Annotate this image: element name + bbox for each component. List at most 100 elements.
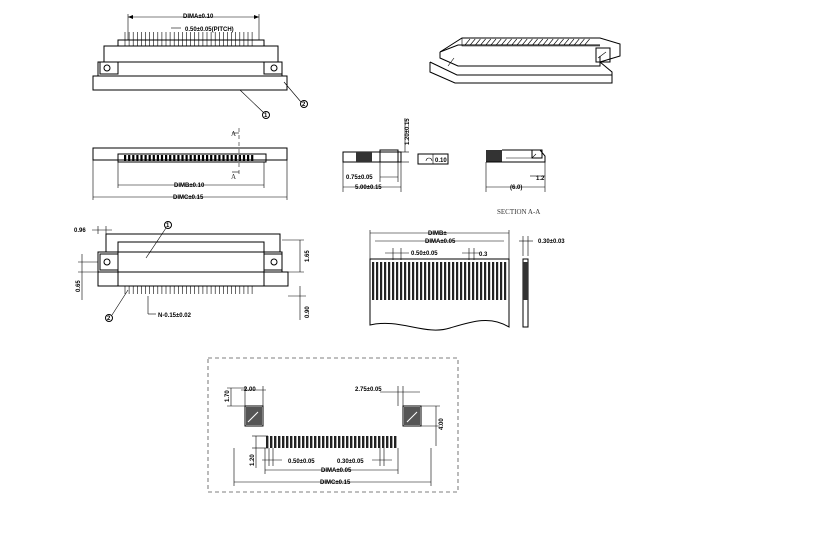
front-view-pin [193,155,196,161]
detail-pins: N-0.15±0.02 [158,313,192,319]
isometric-pin [464,38,471,46]
fpc-finger [416,262,419,300]
front-view-pin [128,155,131,161]
fp-120: 1.20 [250,454,256,466]
front-view-pin [173,155,176,161]
isometric-pin [490,38,497,46]
isometric-pin [573,38,580,46]
section-dim-2: (6.0) [510,185,522,191]
footprint-pad [290,436,293,448]
fpc-thickness: 0.30±0.03 [538,239,565,245]
fpc-finger [384,262,387,300]
fpc-pitch: 0.50±0.05 [411,251,438,257]
front-view-pin [124,155,127,161]
fpc-finger [436,262,439,300]
section-view: (6.0) 1.2 SECTION A-A [485,149,546,216]
front-view-pin [210,155,213,161]
detail-callout-1: 1 [166,223,170,229]
footprint-pad [310,436,313,448]
fpc-finger [400,262,403,300]
fpc-finger [452,262,455,300]
isometric-pin [501,38,507,46]
front-view-pin [136,155,139,161]
detail-090: 0.90 [305,306,311,318]
fp-dim-c: DIMC±0.15 [320,480,351,486]
section-caption: SECTION A-A [497,208,540,216]
footprint-pad [390,436,393,448]
fpc-finger [460,262,463,300]
footprint-pad [266,436,269,448]
fpc-finger [424,262,427,300]
fpc-fingers [372,262,507,300]
front-view-pin [144,155,147,161]
footprint-pad [362,436,365,448]
footprint-pad [354,436,357,448]
footprint-pad [322,436,325,448]
front-view-pins [124,155,254,161]
fpc-finger [468,262,471,300]
isometric-pin [579,38,585,46]
fpc-view: DIMB± DIMA±0.05 0.50±0.05 0.3 0.30±0.03 [369,230,565,331]
footprint-pad [270,436,273,448]
front-view-pin [234,155,237,161]
footprint-pad [314,436,317,448]
fpc-finger [504,262,507,300]
front-dim-b: DIMB±0.10 [174,183,205,189]
footprint-pad [326,436,329,448]
section-dim-1: 1.2 [536,176,545,182]
isometric-pin [532,38,538,46]
isometric-pin [537,38,544,46]
fpc-finger [396,262,399,300]
front-view-pin [247,155,250,161]
front-view: A A DIMB±0.10 DIMC±0.15 [92,128,288,201]
isometric-pin [521,38,528,46]
isometric-pin [568,38,575,46]
footprint-pad [298,436,301,448]
front-view-pin [152,155,155,161]
detail-096: 0.96 [74,228,86,234]
footprint-pad [318,436,321,448]
top-dim-a: DIMA±0.10 [183,14,214,20]
front-view-pin [201,155,205,161]
footprint-pad [346,436,349,448]
fpc-finger [492,262,495,300]
fpc-finger [456,262,459,300]
fp-dim-a: DIMA±0.05 [321,468,352,474]
front-dim-c: DIMC±0.15 [173,195,204,201]
side-height: 1.20±0.15 [405,118,411,145]
footprint-pad [370,436,373,448]
isometric-pin [584,38,590,46]
front-view-pin [189,155,192,161]
fpc-finger [380,262,383,300]
footprint-pad [294,436,297,448]
fpc-finger [372,262,375,300]
footprint-pad [282,436,285,448]
fpc-finger: 0.3 [479,252,488,258]
side-flatness: 0.10 [435,158,447,164]
footprint-pad [374,436,377,448]
footprint-pad [366,436,369,448]
fpc-dim-a: DIMA±0.05 [425,239,456,245]
fpc-finger [376,262,379,300]
front-view-pin [185,155,188,161]
footprint-pad [386,436,389,448]
footprint-pad [274,436,277,448]
footprint-pad [382,436,385,448]
fpc-finger [464,262,467,300]
footprint-pad [358,436,361,448]
side-detail-view: 0.96 1.65 0.65 0.90 N-0.15±0.02 1 2 [74,221,311,322]
front-view-pin [169,155,172,161]
front-view-pin [242,155,246,161]
fpc-finger [444,262,447,300]
isometric-pin [506,38,512,46]
fpc-finger [420,262,423,300]
isometric-pin [475,38,481,46]
fpc-finger [440,262,443,300]
isometric-view [429,37,621,84]
isometric-pin [527,38,533,46]
top-pitch: 0.50±0.05(PITCH) [185,27,234,33]
fpc-finger [480,262,483,300]
footprint-pad [286,436,289,448]
isometric-pin [511,38,518,46]
side-width: 5.00±0.15 [355,185,382,191]
